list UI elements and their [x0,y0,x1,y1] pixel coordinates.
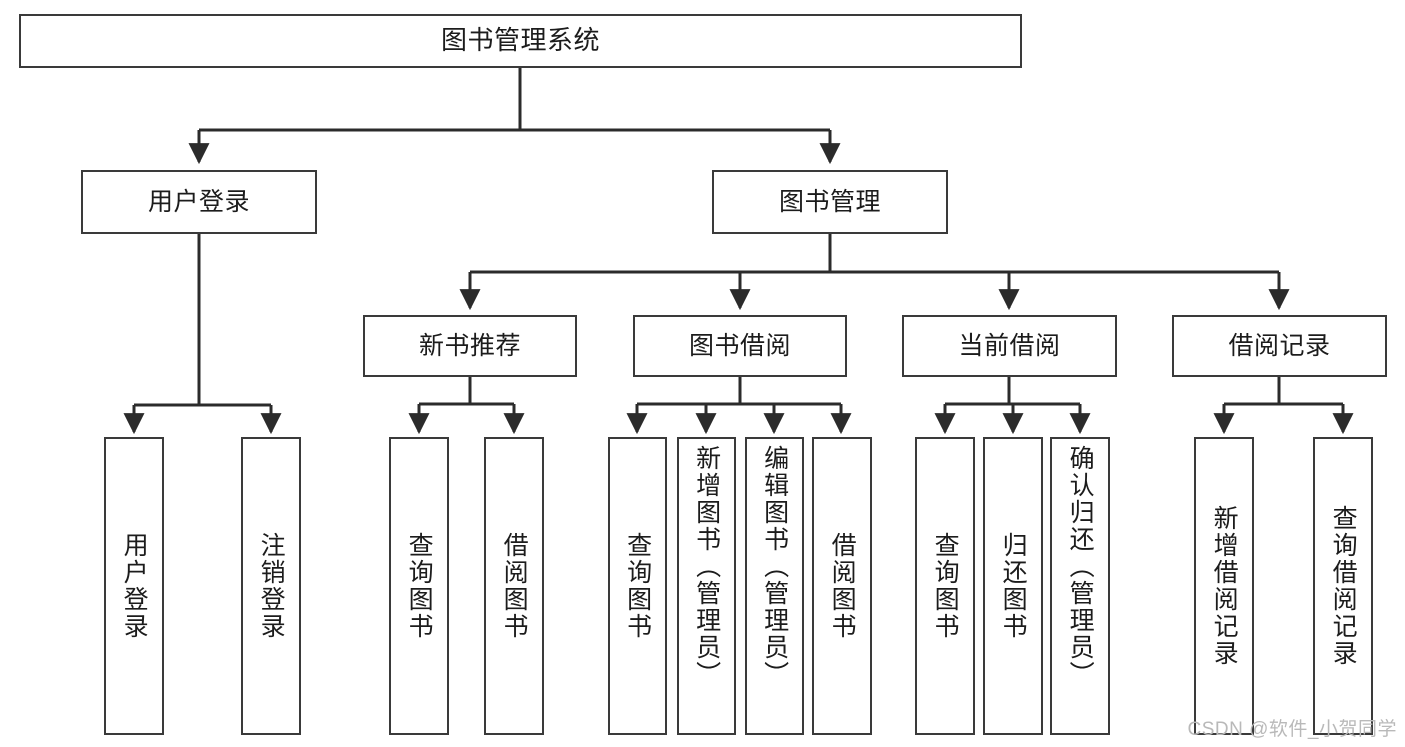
leaf-add-book-admin[interactable]: 新增图书（管理员） [677,437,736,735]
node-label: 查询图书 [931,532,960,640]
node-label: 编辑图书（管理员） [760,445,789,688]
node-label: 新书推荐 [418,332,521,360]
node-label: 查询图书 [623,532,652,640]
node-user-login[interactable]: 用户登录 [81,170,317,234]
node-label: 图书管理系统 [440,25,600,56]
leaf-user-login[interactable]: 用户登录 [104,437,164,735]
node-label: 借阅记录 [1228,332,1331,360]
leaf-query-book-current[interactable]: 查询图书 [915,437,975,735]
node-label: 借阅图书 [828,532,857,640]
node-borrow-record[interactable]: 借阅记录 [1172,315,1387,377]
node-label: 当前借阅 [958,332,1061,360]
node-current-borrow[interactable]: 当前借阅 [902,315,1117,377]
node-label: 借阅图书 [500,532,529,640]
node-label: 新增借阅记录 [1210,505,1239,667]
node-label: 图书管理 [778,188,881,216]
leaf-borrow-book[interactable]: 借阅图书 [812,437,872,735]
node-label: 归还图书 [999,532,1028,640]
leaf-query-book-recommend[interactable]: 查询图书 [389,437,449,735]
node-label: 图书借阅 [688,332,791,360]
node-label: 用户登录 [147,188,250,216]
node-book-management-system[interactable]: 图书管理系统 [19,14,1022,68]
leaf-confirm-return-admin[interactable]: 确认归还（管理员） [1050,437,1110,735]
node-book-borrow[interactable]: 图书借阅 [633,315,847,377]
node-label: 新增图书（管理员） [692,445,721,688]
leaf-borrow-book-recommend[interactable]: 借阅图书 [484,437,544,735]
leaf-logout-login[interactable]: 注销登录 [241,437,301,735]
node-label: 查询图书 [405,532,434,640]
leaf-add-borrow-record[interactable]: 新增借阅记录 [1194,437,1254,735]
node-label: 查询借阅记录 [1329,505,1358,667]
node-label: 用户登录 [120,532,149,640]
leaf-query-borrow-record[interactable]: 查询借阅记录 [1313,437,1373,735]
node-label: 注销登录 [257,532,286,640]
leaf-return-book[interactable]: 归还图书 [983,437,1043,735]
node-label: 确认归还（管理员） [1066,445,1095,688]
leaf-edit-book-admin[interactable]: 编辑图书（管理员） [745,437,804,735]
node-book-management[interactable]: 图书管理 [712,170,948,234]
leaf-query-book-borrow[interactable]: 查询图书 [608,437,667,735]
node-new-book-recommend[interactable]: 新书推荐 [363,315,577,377]
